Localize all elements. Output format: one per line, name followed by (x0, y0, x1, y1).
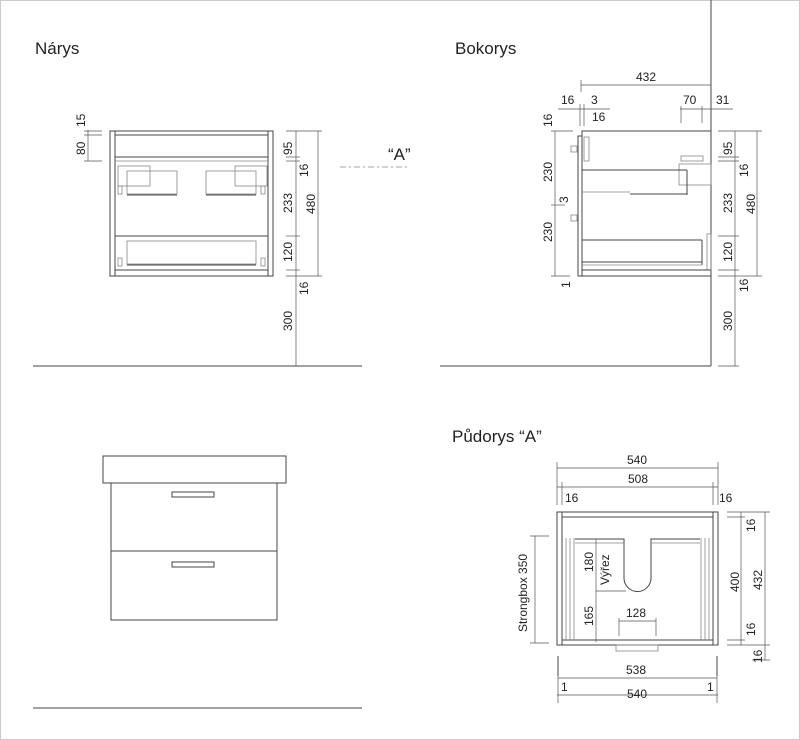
dim-side-70: 70 (683, 93, 697, 107)
countertop (102, 455, 287, 484)
dim-front-480: 480 (304, 194, 318, 214)
dim-plan-16-right: 16 (719, 491, 733, 505)
dim-plan-508: 508 (628, 472, 648, 486)
plan-view: Půdorys “A” 540 508 16 16 16 400 16 432 … (452, 427, 770, 703)
dim-side-16-right: 16 (592, 110, 606, 124)
dim-side-3: 3 (591, 93, 598, 107)
dim-front-300: 300 (281, 311, 295, 331)
dim-plan-165: 165 (582, 606, 596, 626)
dim-side-230-lower: 230 (541, 222, 555, 242)
front-view: Nárys 15 80 95 16 233 120 480 16 300 “A” (33, 39, 411, 367)
dim-side-3-gap: 3 (557, 196, 571, 203)
dim-side-300: 300 (721, 311, 735, 331)
dim-side-233: 233 (721, 193, 735, 213)
dim-side-16-left: 16 (561, 93, 575, 107)
dim-plan-128: 128 (626, 606, 646, 620)
lower-drawer (110, 550, 278, 621)
cutout-outline (575, 538, 700, 592)
dim-plan-16b: 16 (744, 622, 758, 636)
section-marker-a: “A” (388, 145, 411, 164)
dim-plan-1-left: 1 (561, 680, 568, 694)
dim-plan-strongbox: Strongbox 350 (516, 554, 530, 632)
dim-plan-538: 538 (626, 663, 646, 677)
dim-plan-1-right: 1 (707, 680, 714, 694)
dim-plan-540-top: 540 (627, 453, 647, 467)
dim-plan-180: 180 (582, 552, 596, 572)
dim-side-16a: 16 (737, 163, 751, 177)
dim-side-480: 480 (744, 194, 758, 214)
upper-drawer-handle (171, 491, 215, 498)
front-view-title: Nárys (35, 39, 79, 58)
dim-plan-16a: 16 (744, 518, 758, 532)
dim-side-1: 1 (559, 281, 573, 288)
lower-drawer-handle (171, 561, 215, 568)
dim-plan-432: 432 (751, 570, 765, 590)
dim-front-16a: 16 (297, 163, 311, 177)
dim-side-432: 432 (636, 70, 656, 84)
dim-side-31: 31 (716, 93, 730, 107)
cabinet-illustration (33, 455, 362, 709)
dim-front-80: 80 (74, 141, 88, 155)
side-view-title: Bokorys (455, 39, 516, 58)
front-cabinet-outline (109, 130, 274, 277)
dim-front-233: 233 (281, 193, 295, 213)
plan-view-title: Půdorys “A” (452, 427, 542, 446)
dim-side-16b: 16 (737, 278, 751, 292)
dim-front-95: 95 (281, 141, 295, 155)
dim-side-95: 95 (721, 141, 735, 155)
dim-front-120: 120 (281, 242, 295, 262)
side-cabinet-outline (581, 130, 712, 277)
dim-plan-16c: 16 (751, 649, 765, 663)
plan-handle (615, 644, 659, 652)
side-view: Bokorys 432 16 3 16 70 31 16 230 3 230 1 (440, 0, 762, 367)
dim-side-230-upper: 230 (541, 162, 555, 182)
dim-front-16b: 16 (297, 281, 311, 295)
dim-plan-16-left: 16 (565, 491, 579, 505)
dim-side-120: 120 (721, 242, 735, 262)
cutout-label: Výřez (598, 554, 612, 585)
dim-plan-400: 400 (728, 572, 742, 592)
dim-front-15: 15 (74, 113, 88, 127)
dim-plan-540-bottom: 540 (627, 687, 647, 701)
dim-side-16-top: 16 (541, 113, 555, 127)
